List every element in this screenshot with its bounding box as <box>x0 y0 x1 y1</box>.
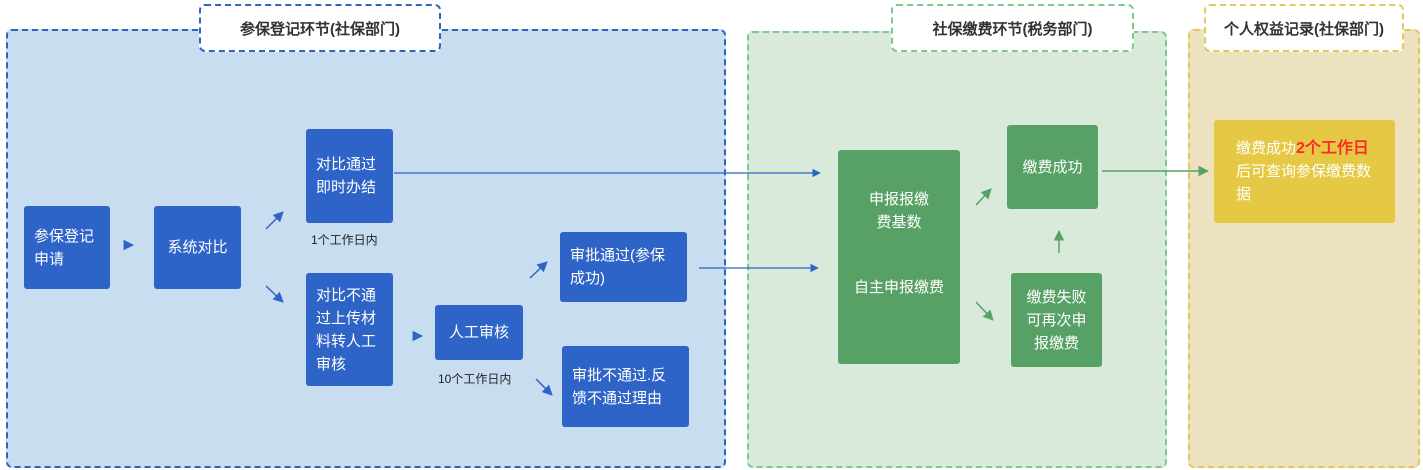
compare-fail-label: 对比不通过上传材料转人工审核 <box>316 286 377 373</box>
system-compare-box: 系统对比 <box>154 206 241 289</box>
payment-section-title: 社保缴费环节(税务部门) <box>891 4 1134 52</box>
rights-record-box: 缴费成功2个工作日后可查询参保缴费数据 <box>1214 120 1395 223</box>
compare-pass-note: 1个工作日内 <box>311 233 378 247</box>
payment-failure-box: 缴费失败可再次申报缴费 <box>1011 273 1102 367</box>
payment-success-box: 缴费成功 <box>1007 125 1098 209</box>
arrow-compare-to-pass <box>265 211 284 230</box>
arrow-manual-to-approved <box>529 261 548 279</box>
payment-failure-label: 缴费失败可再次申报缴费 <box>1026 288 1087 352</box>
arrow-declare-to-success <box>975 188 992 206</box>
arrow-declare-to-failure <box>975 301 994 321</box>
compare-pass-box: 对比通过即时办结 <box>306 129 393 223</box>
system-compare-label: 系统对比 <box>167 239 228 256</box>
rights-text-highlight: 2个工作日 <box>1296 140 1369 157</box>
apply-box: 参保登记申请 <box>24 206 110 289</box>
arrow-manual-to-rejected <box>535 378 553 396</box>
declare-base-label: 申报报缴费基数 <box>869 191 930 231</box>
rights-section <box>1188 29 1420 468</box>
rights-text-before: 缴费成功 <box>1236 140 1297 157</box>
manual-review-note: 10个工作日内 <box>438 372 512 386</box>
rejected-label: 审批不通过.反馈不通过理由 <box>572 366 667 407</box>
apply-label: 参保登记申请 <box>34 227 95 268</box>
manual-review-label: 人工审核 <box>448 324 509 341</box>
rights-text-after: 后可查询参保缴费数据 <box>1236 163 1372 203</box>
declare-box: 申报报缴费基数 自主申报缴费 <box>838 150 960 364</box>
compare-fail-box: 对比不通过上传材料转人工审核 <box>306 273 393 386</box>
arrow-compare-to-fail <box>265 285 284 303</box>
rights-section-title: 个人权益记录(社保部门) <box>1204 4 1404 52</box>
registration-section-title: 参保登记环节(社保部门) <box>199 4 441 52</box>
rejected-box: 审批不通过.反馈不通过理由 <box>562 346 689 427</box>
rights-record-text: 缴费成功2个工作日后可查询参保缴费数据 <box>1236 137 1373 206</box>
manual-review-box: 人工审核 <box>435 305 523 360</box>
self-declare-label: 自主申报缴费 <box>853 279 944 296</box>
approved-label: 审批通过(参保成功) <box>570 247 665 287</box>
payment-success-label: 缴费成功 <box>1022 158 1083 176</box>
approved-box: 审批通过(参保成功) <box>560 232 687 302</box>
compare-pass-label: 对比通过即时办结 <box>316 156 377 196</box>
